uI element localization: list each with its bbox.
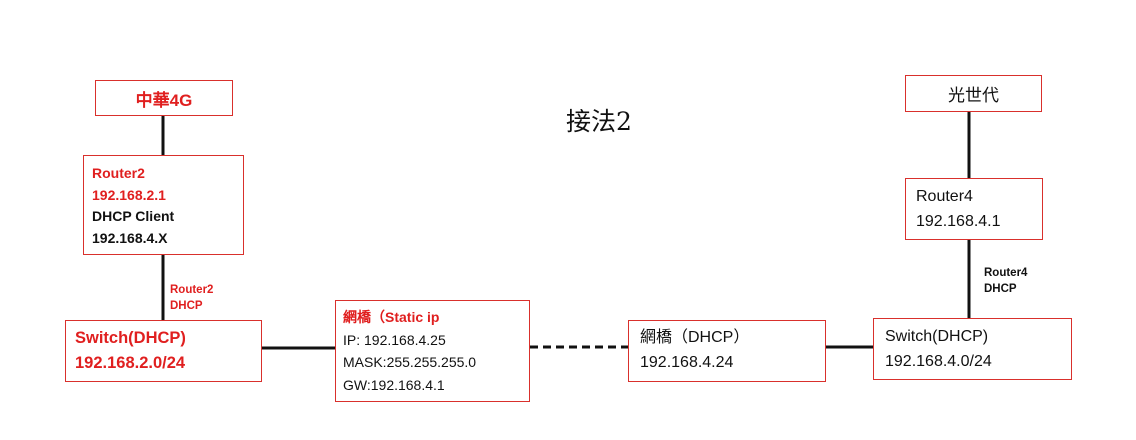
bridge-left-box: 網橋（Static ip IP: 192.168.4.25 MASK:255.2… [335,300,530,402]
isp-box-right: 光世代 [905,75,1042,112]
switch-left-subnet: 192.168.2.0/24 [75,354,186,372]
switch-right-subnet: 192.168.4.0/24 [885,353,992,370]
isp-box-left: 中華4G [95,80,233,116]
router2-client-ip: 192.168.4.X [92,229,168,246]
switch-left-name: Switch(DHCP) [75,329,186,347]
switch-left-box: Switch(DHCP) 192.168.2.0/24 [65,320,262,382]
router2-link-label: Router2 DHCP [170,282,213,314]
router4-link-label-mode: DHCP [984,283,1017,295]
router2-box: Router2 192.168.2.1 DHCP Client 192.168.… [83,155,244,255]
bridge-left-ip: IP: 192.168.4.25 [343,331,446,348]
router4-ip: 192.168.4.1 [916,213,1001,230]
router2-mode: DHCP Client [92,208,175,224]
bridge-right-box: 網橋（DHCP） 192.168.4.24 [628,320,826,382]
router2-ip: 192.168.2.1 [92,186,166,203]
bridge-left-mask: MASK:255.255.255.0 [343,354,477,370]
router2-link-label-name: Router2 [170,284,214,296]
router4-link-label: Router4 DHCP [984,265,1027,297]
bridge-left-title: 網橋（Static ip [343,306,529,329]
router4-link-label-name: Router4 [984,267,1028,279]
router4-name: Router4 [916,188,973,205]
router4-box: Router4 192.168.4.1 [905,178,1043,240]
switch-right-box: Switch(DHCP) 192.168.4.0/24 [873,318,1072,380]
isp-label-left: 中華4G [135,90,193,110]
bridge-right-title: 網橋（DHCP） [640,329,750,346]
bridge-left-title-text: 網橋（Static ip [343,309,440,325]
router2-name: Router2 [92,165,145,181]
router2-link-label-mode: DHCP [170,300,203,312]
isp-label-right: 光世代 [948,86,999,105]
bridge-left-gateway: GW:192.168.4.1 [343,376,445,393]
diagram-title: 接法2 [566,107,632,136]
bridge-right-ip: 192.168.4.24 [640,354,734,371]
switch-right-name: Switch(DHCP) [885,328,989,345]
